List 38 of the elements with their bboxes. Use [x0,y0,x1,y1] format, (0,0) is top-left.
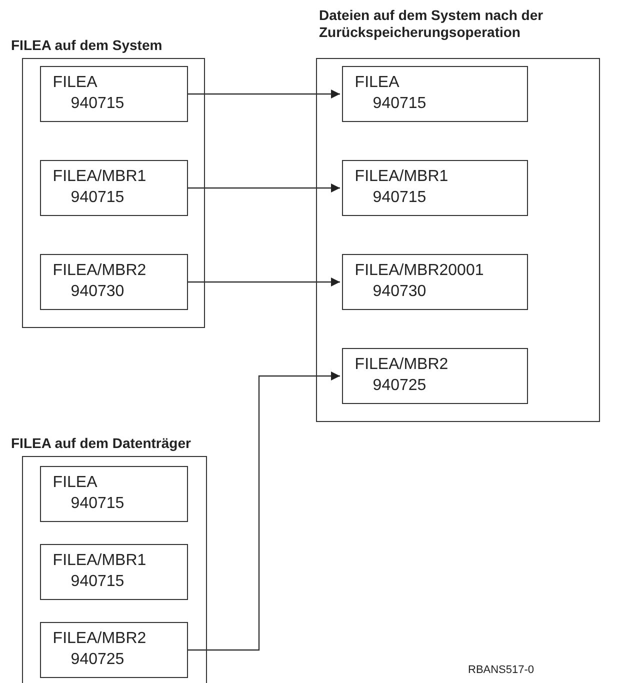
file-box [342,348,528,404]
file-date: 940725 [70,650,124,669]
file-name: FILEA/MBR1 [354,166,448,186]
arrow [188,184,340,192]
arrow [188,90,340,98]
file-box [40,466,188,522]
file-date: 940730 [70,282,124,301]
file-date: 940715 [372,188,426,207]
file-box [40,544,188,600]
group-heading: Dateien auf dem System nach der Zurückspeicherungsoperation [319,7,544,41]
file-name: FILEA/MBR2 [354,354,448,374]
file-box [40,160,188,216]
file-date: 940715 [372,94,426,113]
file-name: FILEA/MBR20001 [354,260,484,280]
file-name: FILEA/MBR1 [52,550,146,570]
file-box [40,66,188,122]
file-name: FILEA [354,72,400,92]
arrow [188,278,340,286]
file-date: 940725 [372,376,426,395]
file-name: FILEA/MBR2 [52,260,146,280]
figure-id: RBANS517-0 [468,664,534,676]
file-box [342,160,528,216]
file-date: 940715 [70,572,124,591]
file-box [342,254,528,310]
file-date: 940715 [70,94,124,113]
file-name: FILEA/MBR1 [52,166,146,186]
file-date: 940715 [70,188,124,207]
group-heading: FILEA auf dem Datenträger [11,435,191,452]
file-date: 940730 [372,282,426,301]
file-box [40,622,188,678]
file-name: FILEA/MBR2 [52,628,146,648]
arrow [188,372,340,651]
file-box [342,66,528,122]
file-name: FILEA [52,72,98,92]
group-heading: FILEA auf dem System [11,37,162,54]
file-box [40,254,188,310]
file-name: FILEA [52,472,98,492]
file-date: 940715 [70,494,124,513]
